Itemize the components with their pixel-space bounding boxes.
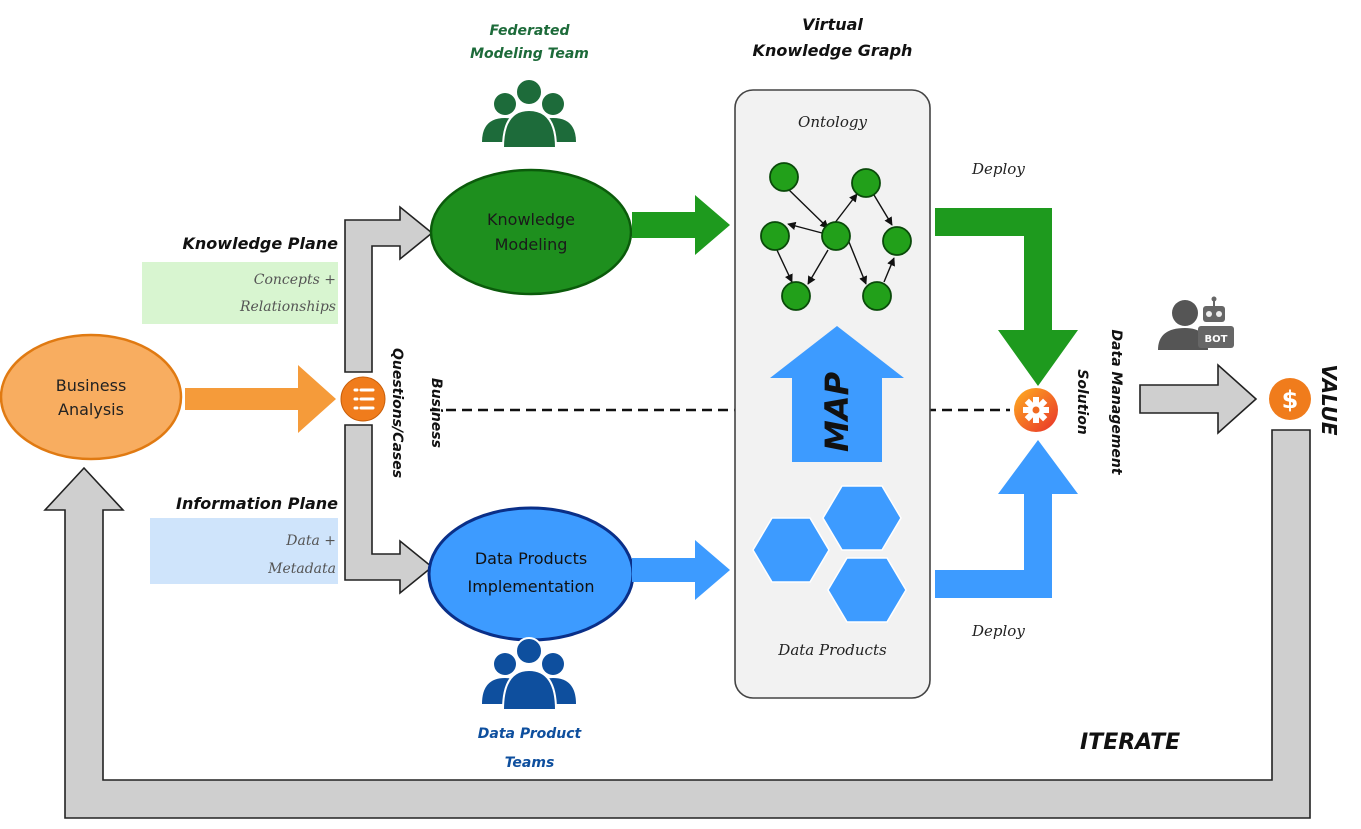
vkg-title-line1: Virtual bbox=[802, 15, 863, 34]
data-product-hex bbox=[827, 557, 907, 623]
green-deploy-arrow bbox=[935, 208, 1078, 386]
data-product-hex bbox=[752, 517, 830, 583]
data-product-team-icon bbox=[482, 637, 576, 711]
ontology-node bbox=[851, 168, 881, 198]
knowledge-plane-title: Knowledge Plane bbox=[182, 234, 338, 253]
knowledge-plane-bg bbox=[142, 262, 338, 324]
vkg-title: Virtual Knowledge Graph bbox=[735, 12, 930, 64]
green-arrow-to-ontology bbox=[632, 195, 730, 255]
ontology-label: Ontology bbox=[798, 113, 867, 131]
knowledge-modeling-label: Knowledge Modeling bbox=[461, 207, 601, 257]
ontology-edges bbox=[775, 186, 895, 285]
knowledge-modeling-node[interactable] bbox=[429, 168, 633, 296]
business-questions-label-1: Business bbox=[428, 378, 444, 448]
ontology-node bbox=[769, 162, 799, 192]
branch-arrow-down bbox=[344, 424, 434, 595]
data-product-hexagons bbox=[752, 485, 907, 623]
knowledge-modeling-line1: Knowledge bbox=[487, 210, 575, 229]
business-analysis-node[interactable] bbox=[0, 333, 183, 461]
blue-arrow-to-data-products bbox=[632, 540, 730, 600]
iterate-label: ITERATE bbox=[1080, 730, 1181, 755]
data-products-impl-line1: Data Products bbox=[474, 549, 588, 568]
vkg-title-line2: Knowledge Graph bbox=[752, 41, 913, 60]
dms-label-2: Solution bbox=[1074, 369, 1090, 435]
ontology-nodes bbox=[760, 162, 912, 311]
ontology-node bbox=[781, 281, 811, 311]
data-products-implementation-label: Data Products Implementation bbox=[441, 545, 621, 601]
data-product-hex bbox=[822, 485, 902, 551]
federated-team-title: Federated Modeling Team bbox=[462, 20, 597, 66]
iterate-loop-arrow bbox=[43, 429, 1311, 819]
blue-deploy-arrow bbox=[935, 440, 1078, 598]
business-analysis-line1: Business bbox=[55, 376, 127, 395]
information-plane-line1: Data + bbox=[286, 533, 336, 549]
knowledge-modeling-line2: Modeling bbox=[494, 235, 568, 254]
value-arrow bbox=[1139, 363, 1258, 435]
information-plane-bg bbox=[150, 518, 338, 584]
knowledge-plane-desc: Concepts + Relationships bbox=[140, 267, 336, 321]
data-product-teams-line2: Teams bbox=[504, 755, 555, 771]
data-products-label: Data Products bbox=[778, 641, 887, 659]
deploy-top-label: Deploy bbox=[972, 160, 1025, 178]
information-plane-line2: Metadata bbox=[268, 561, 336, 577]
business-questions-label-2: Questions/Cases bbox=[389, 348, 405, 478]
business-analysis-line2: Analysis bbox=[58, 400, 124, 419]
value-label: VALUE bbox=[1317, 364, 1341, 435]
federated-team-icon bbox=[482, 78, 576, 149]
ontology-node bbox=[862, 281, 892, 311]
map-arrow bbox=[770, 326, 904, 462]
data-products-impl-line2: Implementation bbox=[467, 577, 595, 596]
bot-label: BOT bbox=[1205, 334, 1228, 345]
ontology-node bbox=[821, 221, 851, 251]
ontology-node bbox=[882, 226, 912, 256]
dollar-icon: $ bbox=[1282, 386, 1299, 414]
business-analysis-label: Business Analysis bbox=[21, 374, 161, 422]
user-bot-icon: BOT bbox=[1158, 296, 1234, 350]
map-label: MAP bbox=[818, 371, 856, 452]
data-product-teams-line1: Data Product bbox=[477, 726, 582, 742]
federated-team-line1: Federated bbox=[489, 23, 570, 39]
value-icon[interactable] bbox=[1269, 378, 1311, 420]
knowledge-plane-line2: Relationships bbox=[239, 299, 336, 315]
orange-arrow bbox=[185, 365, 336, 433]
deploy-bottom-label: Deploy bbox=[972, 622, 1025, 640]
ontology-node bbox=[760, 221, 790, 251]
knowledge-plane-line1: Concepts + bbox=[253, 272, 336, 288]
information-plane-title: Information Plane bbox=[176, 494, 338, 513]
information-plane-desc: Data + Metadata bbox=[140, 527, 336, 583]
branch-arrow-up bbox=[344, 205, 434, 373]
dms-label-1: Data Management bbox=[1108, 329, 1124, 475]
federated-team-line2: Modeling Team bbox=[470, 46, 589, 62]
data-product-teams-title: Data Product Teams bbox=[462, 720, 597, 778]
list-icon bbox=[353, 388, 375, 410]
